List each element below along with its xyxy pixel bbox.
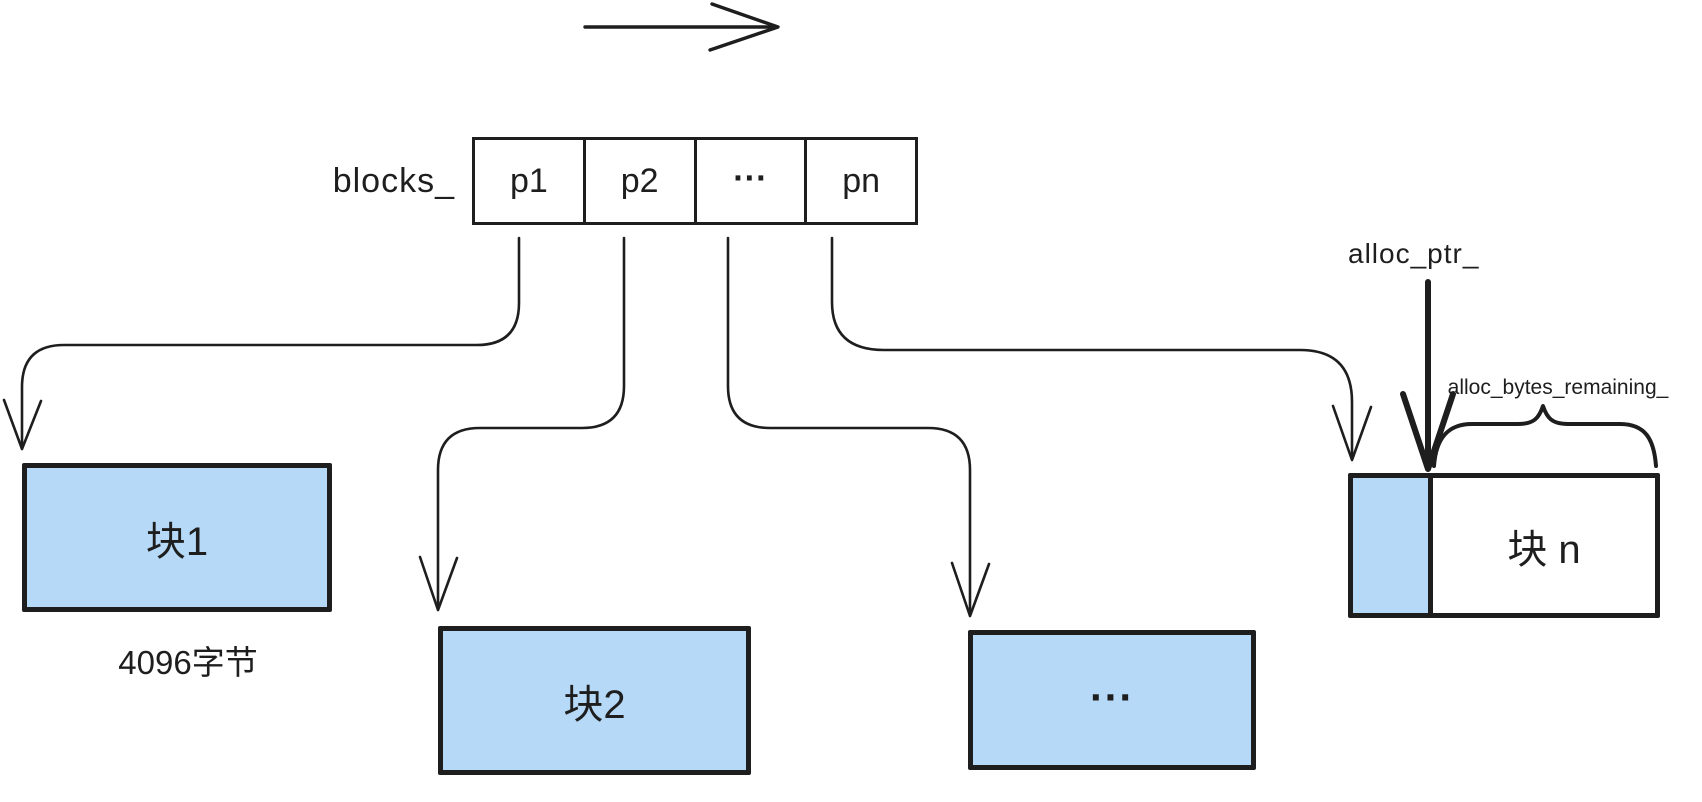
block-label: ... bbox=[1089, 662, 1134, 710]
block-label: 块1 bbox=[145, 519, 209, 564]
alloc-ptr-label: alloc_ptr_ bbox=[1348, 238, 1480, 269]
block-label: 块2 bbox=[563, 682, 626, 727]
pointer-arrow-p2-icon bbox=[418, 236, 626, 612]
pointer-array: p1 p2 ... pn bbox=[472, 137, 918, 225]
pointer-arrow-p1-icon bbox=[2, 236, 521, 451]
pointer-cell-p1: p1 bbox=[475, 140, 583, 222]
memory-block-ellipsis: ... bbox=[968, 630, 1256, 770]
pointer-cell-label: p1 bbox=[509, 161, 548, 200]
memory-block-2: 块2 bbox=[438, 626, 751, 775]
top-right-arrow-icon bbox=[583, 2, 780, 52]
memory-block-1: 块1 bbox=[22, 463, 332, 612]
blocks-array-label: blocks_ bbox=[332, 162, 455, 200]
block-1-size-caption: 4096字节 bbox=[118, 644, 258, 681]
block-n-used-region bbox=[1353, 478, 1433, 613]
pointer-cell-pn: pn bbox=[804, 140, 915, 222]
pointer-cell-label: p2 bbox=[620, 161, 659, 200]
alloc-bytes-remaining-brace-icon bbox=[1432, 404, 1658, 468]
memory-block-n: 块 n bbox=[1348, 473, 1660, 618]
alloc-bytes-remaining-label: alloc_bytes_remaining_ bbox=[1447, 376, 1669, 399]
block-label: 块 n bbox=[1507, 527, 1581, 572]
pointer-cell-label: pn bbox=[842, 161, 881, 200]
pointer-arrow-ellipsis-icon bbox=[726, 236, 991, 618]
pointer-cell-p2: p2 bbox=[582, 140, 694, 222]
pointer-arrow-pn-icon bbox=[830, 236, 1373, 462]
pointer-cell-label: ... bbox=[733, 149, 768, 188]
pointer-cell-ellipsis: ... bbox=[693, 140, 805, 222]
